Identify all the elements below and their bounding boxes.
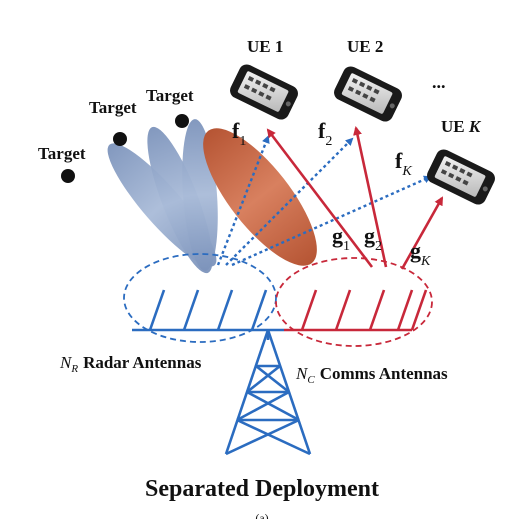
channel-label-k: gK: [410, 238, 431, 269]
diagram-caption: Separated Deployment: [145, 476, 379, 502]
target-dot-1: [61, 169, 75, 183]
channel-arrow-1: [266, 128, 374, 268]
target-label-1: Target: [38, 144, 86, 163]
ue-label-k: UE K: [441, 117, 482, 136]
channel-label-2: g2: [364, 223, 382, 254]
ue-phone-2: [334, 66, 402, 122]
diagram-sub-caption: (a): [255, 511, 268, 519]
precoder-label-2: f2: [318, 118, 332, 149]
ue-ellipsis: ...: [432, 72, 446, 92]
ue-phone-1: [230, 64, 298, 120]
precoder-arrow-k: [231, 175, 432, 267]
radar-beams: [107, 119, 218, 274]
ue-label-1: UE 1: [247, 37, 283, 56]
channel-arrow-2: [353, 126, 388, 268]
precoder-arrows: [216, 135, 432, 267]
radar-antenna-array: [132, 289, 284, 332]
channel-arrow-k: [400, 196, 444, 270]
target-dot-3: [175, 114, 189, 128]
target-label-3: Target: [146, 86, 194, 105]
precoder-label-k: fK: [395, 148, 412, 179]
target-label-2: Target: [89, 98, 137, 117]
base-station-tower: [224, 329, 312, 456]
comms-beam: [203, 128, 317, 266]
comms-antenna-array: [284, 289, 428, 332]
ue-label-2: UE 2: [347, 37, 383, 56]
ue-phone-k: [427, 149, 495, 205]
comms-group-outline: [275, 257, 433, 347]
radar-group-outline: [123, 253, 277, 343]
channel-arrows: [266, 126, 444, 270]
precoder-label-1: f1: [232, 118, 246, 149]
target-dot-2: [113, 132, 127, 146]
target-markers: [61, 114, 189, 183]
precoder-arrow-1: [216, 135, 270, 266]
channel-label-1: g1: [332, 223, 350, 254]
